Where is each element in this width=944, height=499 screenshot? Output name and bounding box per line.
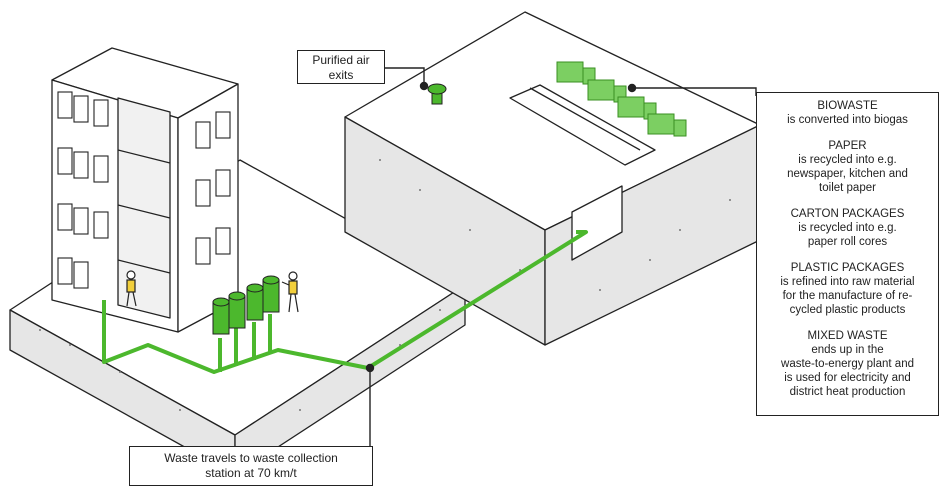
waste-type-title: MIXED WASTE — [807, 330, 888, 342]
waste-inlet-bins — [212, 275, 280, 335]
waste-type-line: district heat production — [789, 386, 906, 398]
waste-type-mixed: MIXED WASTE ends up in the waste-to-ener… — [757, 329, 938, 399]
concrete-texture — [39, 159, 731, 411]
waste-type-paper: PAPER is recycled into e.g. newspaper, k… — [757, 139, 938, 195]
waste-type-line: is used for electricity and — [784, 372, 911, 384]
callout-line: station at 70 km/t — [205, 466, 297, 480]
callout-line: Waste travels to waste collection — [164, 451, 338, 465]
waste-type-line: toilet paper — [819, 182, 876, 194]
person-figure — [126, 270, 137, 307]
waste-type-line: paper roll cores — [807, 236, 888, 248]
waste-type-title: CARTON PACKAGES — [790, 208, 905, 220]
waste-type-title: PAPER — [828, 140, 867, 152]
waste-type-carton: CARTON PACKAGES is recycled into e.g. pa… — [757, 207, 938, 249]
waste-type-line: newspaper, kitchen and — [787, 168, 908, 180]
waste-travel-callout: Waste travels to waste collection statio… — [129, 446, 373, 486]
pipeline — [102, 230, 588, 374]
collection-trucks — [556, 61, 687, 137]
callout-line: exits — [328, 68, 354, 82]
waste-type-title: PLASTIC PACKAGES — [790, 262, 905, 274]
waste-type-plastic: PLASTIC PACKAGES is refined into raw mat… — [757, 261, 938, 317]
waste-type-line: for the manufacture of re- — [782, 290, 913, 302]
waste-type-biowaste: BIOWASTE is converted into biogas — [757, 99, 938, 127]
waste-type-line: is converted into biogas — [787, 114, 908, 126]
waste-type-line: is refined into raw material — [780, 276, 915, 288]
air-outlet — [427, 83, 447, 105]
waste-type-line: is recycled into e.g. — [798, 154, 897, 166]
person-figure — [281, 271, 299, 313]
waste-type-line: waste-to-energy plant and — [781, 358, 914, 370]
tower-windows — [57, 91, 231, 289]
callout-line: Purified air — [312, 53, 370, 67]
waste-type-line: cycled plastic products — [789, 304, 906, 316]
waste-type-title: BIOWASTE — [817, 100, 878, 112]
waste-type-line: ends up in the — [811, 344, 884, 356]
purified-air-callout: Purified air exits — [297, 50, 385, 84]
waste-types-callout: BIOWASTE is converted into biogas PAPER … — [756, 92, 939, 416]
waste-type-line: is recycled into e.g. — [798, 222, 897, 234]
